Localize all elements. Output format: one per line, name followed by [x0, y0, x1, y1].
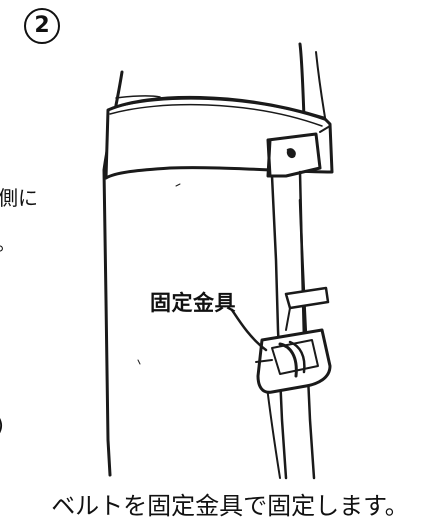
callout-label: 固定金具: [150, 291, 236, 315]
edge-text-3: ): [0, 415, 4, 435]
step-number: 2: [34, 13, 50, 38]
strap-left-edge: [270, 174, 288, 480]
callout-leader: [230, 308, 268, 352]
pole-right-far-edge: [315, 51, 327, 125]
step-number-badge: 2: [24, 8, 60, 44]
caption: ベルトを固定金具で固定します。: [51, 492, 409, 520]
pole-right-edge: [298, 42, 306, 120]
strap-flap: [284, 286, 330, 310]
edge-text-2: 。: [0, 233, 16, 253]
edge-text-1: 側に: [0, 186, 38, 210]
strap-right-edge: [298, 170, 306, 342]
